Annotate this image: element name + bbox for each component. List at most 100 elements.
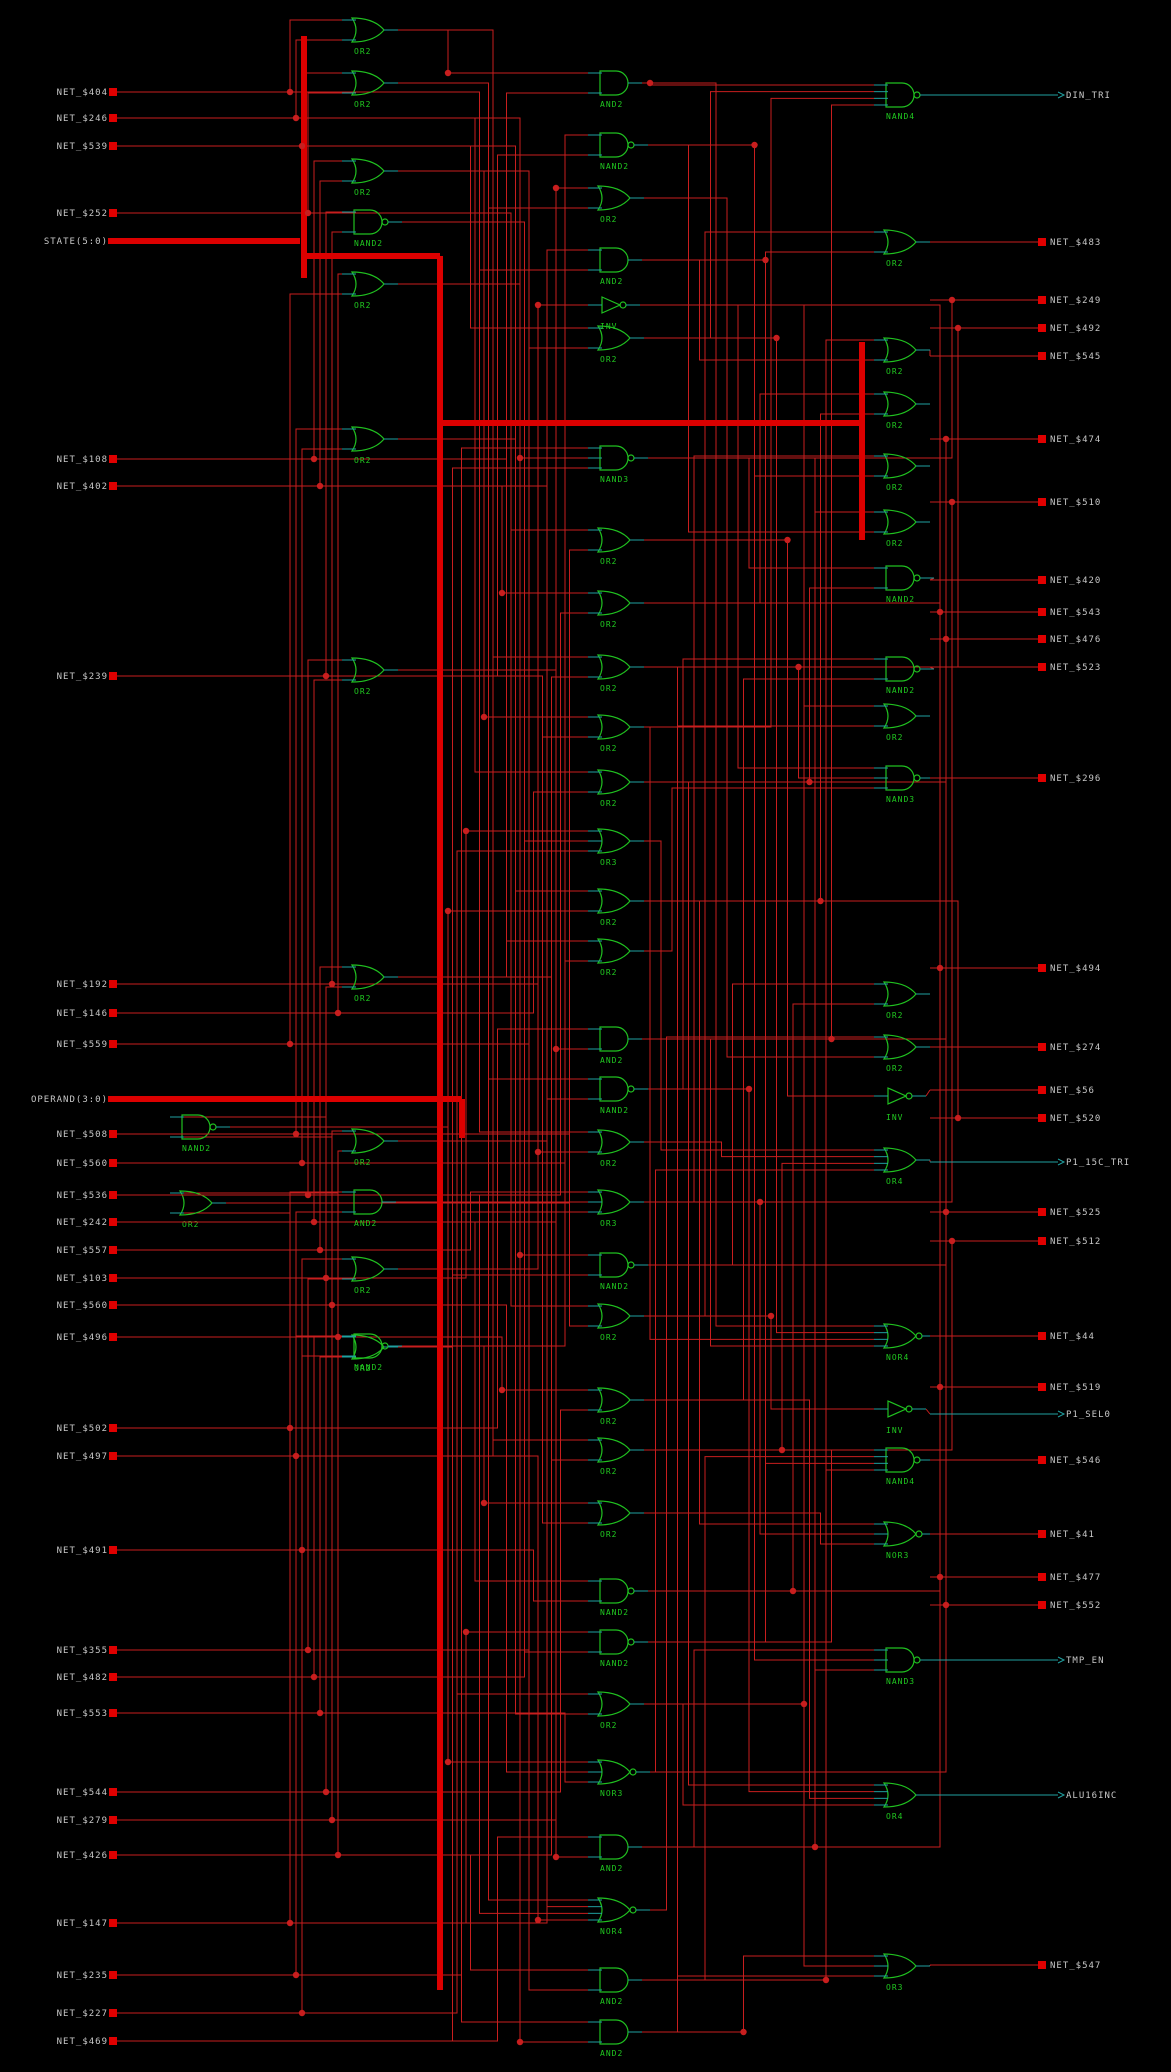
gate-nand2-column2-2: NAND2 [588, 132, 648, 171]
port-marker [109, 1218, 117, 1226]
port-label: NET_$192 [57, 980, 108, 990]
gate-or2-column1-8: OR2 [342, 964, 398, 1003]
gate-type-label: OR2 [354, 1158, 371, 1167]
junction-dot [936, 1383, 944, 1391]
gate-nand3-column2-7: NAND3 [588, 445, 648, 484]
port-label: NET_$536 [57, 1191, 108, 1201]
port-net-559: NET_$559 [57, 1040, 300, 1050]
port-net-560: NET_$560 [57, 1301, 300, 1311]
port-label: NET_$402 [57, 482, 108, 492]
port-tmp-en: TMP_EN [930, 1656, 1105, 1666]
gate-or2-column2-3: OR2 [588, 185, 644, 224]
port-label: NET_$274 [1050, 1043, 1101, 1053]
gate-type-label: NAND4 [886, 1477, 915, 1486]
gate-type-label: INV [886, 1426, 903, 1435]
gate-or2-column3-5: OR2 [874, 453, 930, 492]
port-marker [109, 1424, 117, 1432]
gate-or4-column3-20: OR4 [874, 1782, 930, 1821]
gate-or2-column2-11: OR2 [588, 714, 644, 753]
gate-type-label: NAND2 [600, 1106, 629, 1115]
gate-or2-column1-7: OR2 [342, 657, 398, 696]
wire [300, 1631, 588, 1924]
gate-or2-column1-14: OR2 [170, 1190, 226, 1229]
or-shape [350, 158, 385, 184]
gate-type-label: OR3 [600, 1219, 617, 1228]
junction-dot [286, 1040, 294, 1048]
wire [644, 1399, 874, 1799]
port-net-539: NET_$539 [57, 142, 300, 152]
wire [642, 82, 874, 1327]
gate-and2-column2-32: AND2 [588, 2019, 642, 2058]
junction-dot [936, 608, 944, 616]
gate-type-label: NAND2 [182, 1144, 211, 1153]
gate-type-label: OR2 [886, 539, 903, 548]
gate-and2-column2-29: AND2 [588, 1834, 642, 1873]
gate-type-label: AND2 [354, 1219, 377, 1228]
port-label: NET_$279 [57, 1816, 108, 1826]
wire [644, 726, 874, 1340]
port-label: NET_$494 [1050, 964, 1101, 974]
port-label: NET_$296 [1050, 774, 1101, 784]
port-marker [1038, 635, 1046, 643]
wire [300, 1043, 588, 1763]
gate-type-label: AND2 [600, 277, 623, 286]
wire [300, 145, 588, 1715]
port-operand-3-0: OPERAND(3:0) [31, 1095, 462, 1105]
gate-nor3-column3-18: NOR3 [874, 1521, 936, 1560]
port-marker [1038, 1530, 1046, 1538]
or-shape [596, 1897, 631, 1923]
junction-dot [795, 663, 802, 671]
and-shape [599, 1834, 629, 1860]
port-net-279: NET_$279 [57, 1816, 300, 1826]
gate-and2-column2-4: AND2 [588, 247, 642, 286]
wire [300, 1194, 588, 1914]
junction-dot [292, 1452, 300, 1460]
port-label: NET_$56 [1050, 1086, 1095, 1096]
gate-or3-column2-19: OR3 [588, 1189, 644, 1228]
or-shape [350, 17, 385, 43]
gate-or2-column2-27: OR2 [588, 1691, 644, 1730]
port-marker [1038, 1237, 1046, 1245]
port-net-246: NET_$246 [57, 114, 300, 124]
gate-type-label: NOR3 [886, 1551, 909, 1560]
port-net-239: NET_$239 [57, 672, 300, 682]
arrow-icon [1057, 1158, 1066, 1166]
gate-type-label: OR2 [600, 1333, 617, 1342]
gate-type-label: OR2 [886, 367, 903, 376]
gate-or2-column2-18: OR2 [588, 1129, 644, 1168]
port-layer: NET_$404NET_$246NET_$539NET_$252STATE(5:… [31, 88, 1129, 2047]
junction-dot [516, 2038, 524, 2046]
junction-dot [322, 672, 330, 680]
junction-dot [516, 1251, 524, 1259]
port-label: NET_$252 [57, 209, 108, 219]
port-marker [1038, 1601, 1046, 1609]
port-label: TMP_EN [1066, 1656, 1105, 1666]
or-shape [596, 1129, 631, 1155]
port-marker [1038, 663, 1046, 671]
wire [230, 910, 588, 1128]
junction-dot [444, 1758, 452, 1766]
gate-nand2-column2-20: NAND2 [588, 1252, 648, 1291]
wire [300, 983, 588, 1153]
port-label: NET_$108 [57, 455, 108, 465]
gate-and2-column1-10: AND2 [342, 1189, 396, 1228]
wire [644, 337, 874, 1334]
junction-dot [954, 1114, 962, 1122]
port-label: STATE(5:0) [44, 237, 108, 247]
port-label: NET_$426 [57, 1851, 108, 1861]
wire [300, 1455, 588, 1921]
port-label: NET_$497 [57, 1452, 108, 1462]
gate-or2-column3-3: OR2 [874, 337, 930, 376]
port-marker [109, 1546, 117, 1554]
port-marker [109, 1159, 117, 1167]
gate-and2-column2-16: AND2 [588, 1026, 642, 1065]
gate-type-label: OR2 [354, 456, 371, 465]
gate-type-label: OR4 [886, 1812, 903, 1821]
wire [170, 1212, 291, 1923]
gate-nand2-column1-15: NAND2 [342, 1333, 402, 1372]
wire [301, 1355, 342, 2013]
or-shape [350, 657, 385, 683]
or-shape [350, 964, 385, 990]
port-net-544: NET_$544 [57, 1788, 300, 1798]
wire [398, 1268, 588, 1695]
